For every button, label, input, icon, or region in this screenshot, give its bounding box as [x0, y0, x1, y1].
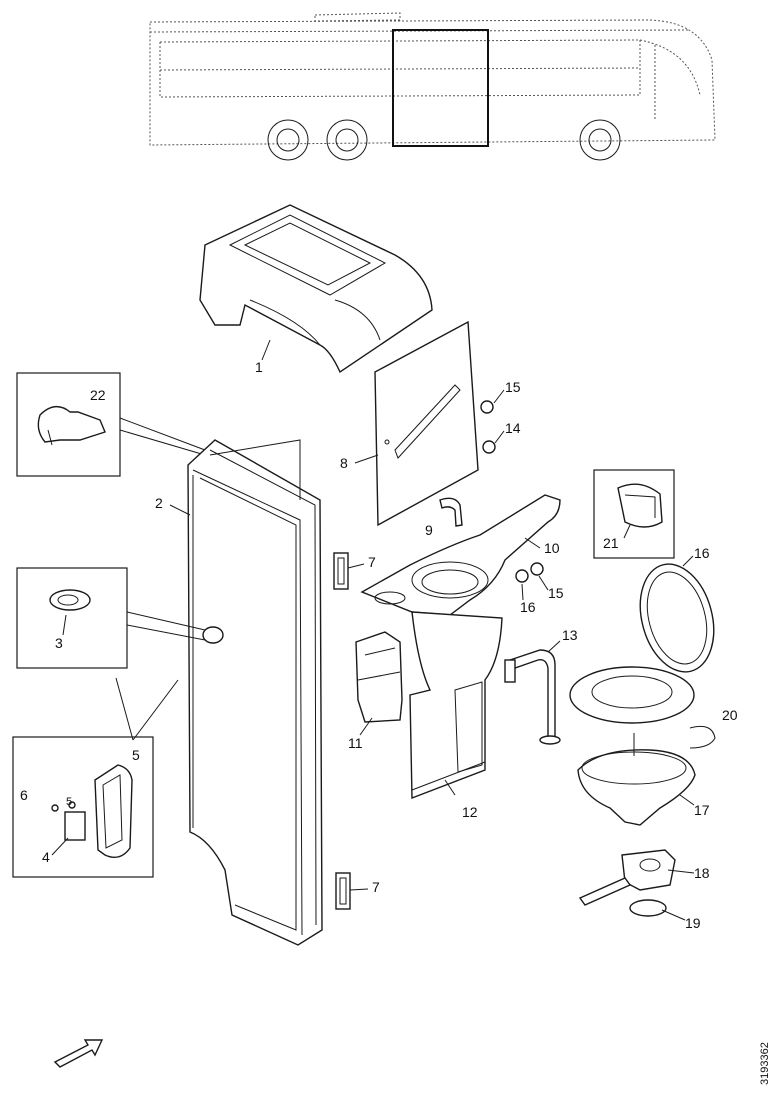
washer-lower: [515, 569, 529, 583]
latch-parts: [51, 764, 133, 858]
label-14: 14: [505, 420, 521, 436]
washer: [480, 400, 494, 414]
clip-part: [37, 406, 106, 446]
cap: [482, 440, 496, 454]
door-panel: [187, 439, 323, 946]
label-20: 20: [722, 707, 738, 723]
flush-valve: [578, 849, 676, 906]
label-15-lower: 15: [548, 585, 564, 601]
label-16-upper: 16: [694, 545, 710, 561]
ceiling-module: [199, 204, 433, 374]
inset-lock: [16, 567, 128, 669]
lock-part: [49, 589, 91, 611]
tap: [439, 497, 463, 527]
drawing-number: 3193362: [759, 1042, 771, 1085]
label-12: 12: [462, 804, 478, 820]
label-5b: 5: [66, 796, 72, 808]
mirror-panel: [374, 320, 479, 527]
label-19: 19: [685, 915, 701, 931]
label-8: 8: [340, 455, 348, 471]
label-1: 1: [255, 359, 263, 375]
door-lock: [202, 626, 224, 644]
label-10: 10: [544, 540, 560, 556]
label-17: 17: [694, 802, 710, 818]
hinge-cable: [689, 725, 716, 749]
wash-basin: [360, 494, 561, 616]
toilet-bowl: [577, 733, 696, 826]
toilet-lid: [639, 563, 715, 673]
label-5: 5: [132, 747, 140, 763]
label-22: 22: [90, 387, 106, 403]
dispenser-part: [617, 483, 663, 528]
toilet-location-highlight: [392, 29, 489, 147]
label-15-upper: 15: [505, 379, 521, 395]
label-9: 9: [425, 522, 433, 538]
label-18: 18: [694, 865, 710, 881]
basin-pedestal: [409, 611, 503, 800]
seal-ring: [629, 899, 667, 917]
label-7-lower: 7: [372, 879, 380, 895]
label-7-upper: 7: [368, 554, 376, 570]
inset-clip: [16, 372, 121, 477]
waste-bin: [355, 631, 403, 723]
label-16-lower: 16: [520, 599, 536, 615]
label-2: 2: [155, 495, 163, 511]
label-11: 11: [348, 735, 363, 751]
forward-arrow-icon: [53, 1039, 104, 1068]
label-6: 6: [20, 787, 28, 803]
label-21: 21: [603, 535, 619, 551]
drain-pipe: [504, 649, 561, 745]
toilet-seat: [569, 666, 695, 724]
coach-outline: [149, 12, 716, 161]
label-3: 3: [55, 635, 63, 651]
label-4: 4: [42, 849, 50, 865]
cap-lower: [530, 562, 544, 576]
label-13: 13: [562, 627, 578, 643]
